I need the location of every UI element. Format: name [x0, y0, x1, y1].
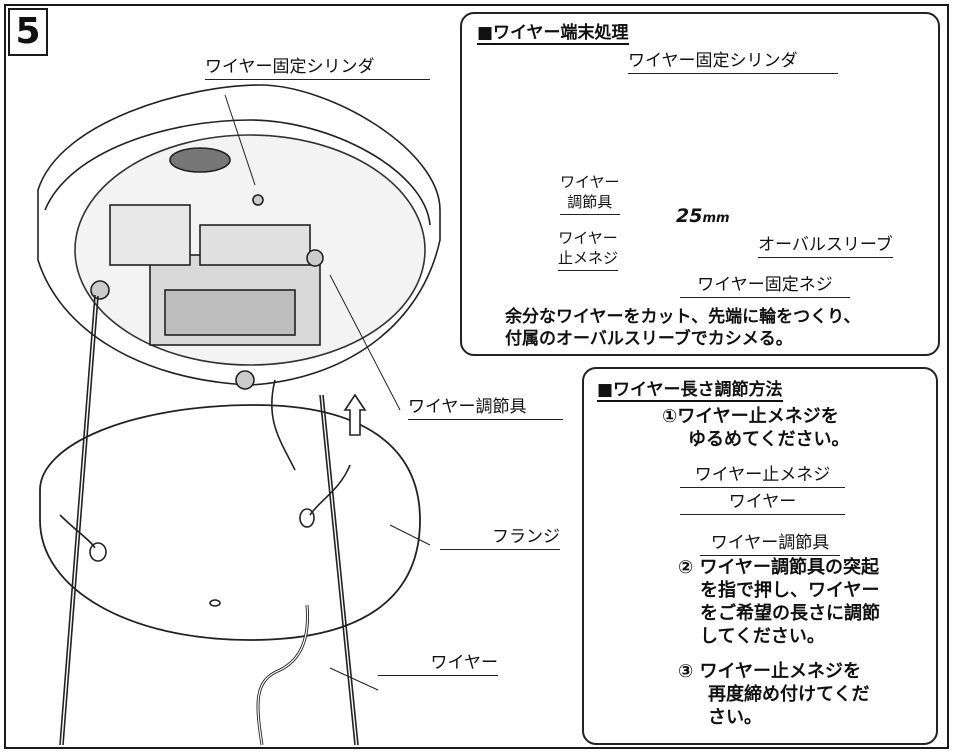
label-cylinder-detail: ワイヤー固定シリンダ	[628, 46, 838, 74]
label-wire-fixing-cylinder: ワイヤー固定シリンダ	[205, 52, 430, 80]
step1-text: ①ワイヤー止メネジをゆるめてください。	[662, 406, 850, 450]
label-oval-sleeve: オーバルスリーブ	[758, 230, 893, 258]
step3-text: ③ ワイヤー止メネジを 再度締め付けてくだ さい。	[678, 661, 870, 728]
step-number: 5	[8, 8, 48, 56]
label-length-wire: ワイヤー	[680, 487, 845, 515]
label-stop-screw-detail: ワイヤー止メネジ	[558, 228, 619, 271]
label-wire: ワイヤー	[378, 648, 498, 676]
step2-text: ② ワイヤー調節具の突起 を指で押し、ワイヤー をご希望の長さに調節 してくださ…	[678, 557, 880, 647]
label-adjuster-step2: ワイヤー調節具	[700, 528, 840, 556]
diagram-frame	[4, 4, 949, 749]
length-25mm: 25mm	[676, 205, 730, 227]
label-wire-adjuster: ワイヤー調節具	[408, 392, 563, 420]
length-adjust-title: ■ワイヤー長さ調節方法	[597, 380, 783, 402]
length-adjustment-box	[582, 367, 938, 745]
wire-end-title: ■ワイヤー端末処理	[477, 23, 629, 45]
label-fixing-screw: ワイヤー固定ネジ	[680, 270, 850, 298]
wire-end-processing-box	[460, 12, 940, 356]
label-adjuster-detail: ワイヤー調節具	[560, 172, 620, 215]
label-flange: フランジ	[440, 522, 560, 550]
label-stop-screw: ワイヤー止メネジ	[680, 460, 845, 488]
wire-end-instruction: 余分なワイヤーをカット、先端に輪をつくり、付属のオーバルスリーブでカシメる。	[505, 307, 861, 349]
